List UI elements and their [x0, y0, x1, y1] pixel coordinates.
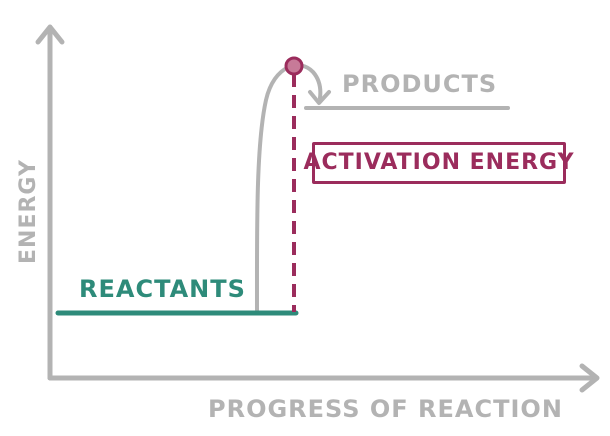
activation-energy-box: ACTIVATION ENERGY [303, 142, 574, 184]
products-label: PRODUCTS [342, 70, 498, 98]
products-arrow-icon [308, 90, 331, 105]
y-axis [35, 24, 65, 381]
activation-energy-label: ACTIVATION ENERGY [303, 150, 575, 175]
y-axis-label: ENERGY [16, 159, 41, 264]
x-axis-label: PROGRESS OF REACTION [208, 395, 563, 423]
transition-state-dot [284, 56, 304, 76]
reactants-label: REACTANTS [79, 275, 246, 303]
energy-curve [254, 63, 323, 314]
x-axis [47, 363, 600, 393]
